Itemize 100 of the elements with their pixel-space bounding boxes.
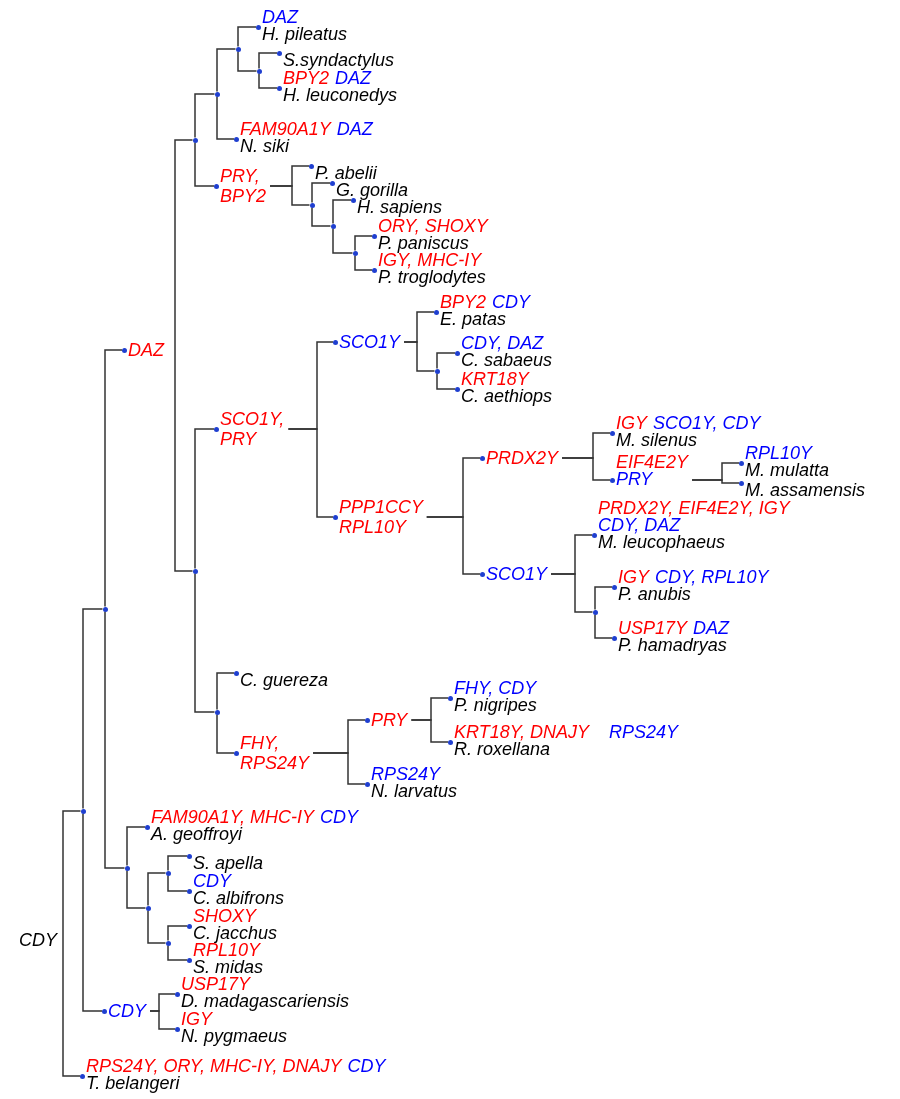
- tree-branch: [354, 254, 373, 271]
- node-dot: [256, 68, 262, 74]
- node-dot: [352, 250, 358, 256]
- gene-label: IGY: [181, 1011, 212, 1028]
- tree-branch: [194, 141, 215, 187]
- species-name: P. troglodytes: [378, 269, 486, 286]
- tree-branch: [550, 573, 594, 613]
- species-name: C. sabaeus: [461, 352, 553, 369]
- gene-label: CDY: [492, 294, 531, 311]
- species-name: M. mulatta: [745, 462, 830, 479]
- gene-label: CDY, DAZ: [461, 335, 544, 352]
- species-name: P. nigripes: [454, 697, 537, 714]
- species-name: N. pygmaeus: [181, 1028, 288, 1045]
- gene-label: RPS24Y: [609, 724, 679, 741]
- species-name: P. anubis: [618, 586, 691, 603]
- tree-branch: [258, 52, 278, 70]
- tree-branch: [147, 872, 167, 907]
- gene-label: IGY: [618, 569, 649, 586]
- gene-label: CDY: [108, 1001, 148, 1021]
- node-dot: [330, 223, 336, 229]
- gene-label: USP17Y: [181, 976, 251, 993]
- gene-label: SCO1Y: [339, 332, 402, 352]
- tree-branch: [194, 93, 216, 139]
- node-dot: [102, 606, 108, 612]
- gene-label: FAM90A1Y: [240, 121, 331, 138]
- tree-branch: [332, 227, 354, 254]
- tree-branch: [167, 925, 188, 942]
- gene-label: PRDX2Y, EIF4E2Y, IGY: [598, 500, 790, 517]
- tree-branch: [167, 874, 188, 892]
- species-name: S. midas: [193, 959, 264, 976]
- tree-branch: [216, 48, 237, 93]
- species-name: S.syndactylus: [283, 52, 395, 69]
- tree-branch: [269, 185, 311, 206]
- tree-branch: [149, 1010, 176, 1030]
- gene-label: IGY, MHC-IY: [378, 252, 482, 269]
- gene-label: PPP1CCY RPL10Y: [339, 497, 425, 537]
- gene-label: BPY2: [283, 70, 330, 87]
- gene-label: CDY: [320, 809, 359, 826]
- species-name: N. larvatus: [371, 783, 458, 800]
- species-name: H. sapiens: [357, 199, 443, 216]
- tree-branch: [311, 182, 331, 204]
- node-dot: [165, 940, 171, 946]
- species-name: H. pileatus: [262, 26, 348, 43]
- tree-branch: [691, 479, 740, 484]
- gene-label: ORY, SHOXY: [378, 218, 488, 235]
- tree-branch: [561, 457, 611, 481]
- tree-branch: [167, 855, 188, 872]
- tree-branch: [167, 944, 188, 961]
- tree-branch: [410, 719, 449, 743]
- node-dot: [165, 870, 171, 876]
- tree-branch: [126, 826, 146, 867]
- tree-branch: [104, 349, 123, 608]
- node-dot: [214, 709, 220, 715]
- gene-label: PRY: [616, 471, 653, 488]
- species-name: C. jacchus: [193, 925, 278, 942]
- tree-branch: [82, 608, 104, 810]
- gene-label: USP17Y: [618, 620, 688, 637]
- gene-label: FAM90A1Y, MHC-IY: [151, 809, 315, 826]
- species-name: P. hamadryas: [618, 637, 727, 654]
- gene-label: RPS24Y, ORY, MHC-IY, DNAJY: [86, 1058, 342, 1075]
- tree-branch: [174, 349, 194, 572]
- gene-label: PRY: [371, 710, 409, 730]
- gene-label: DAZ: [693, 620, 730, 637]
- species-name: S. apella: [193, 855, 264, 872]
- tree-branch: [194, 428, 215, 570]
- node-dot: [214, 91, 220, 97]
- gene-label: FHY, CDY: [454, 680, 537, 697]
- node-dot: [192, 137, 198, 143]
- tree-branch: [216, 95, 235, 140]
- species-name: C. albifrons: [193, 890, 285, 907]
- species-name: C. guereza: [240, 672, 329, 689]
- gene-label: RPL10Y: [193, 942, 261, 959]
- node-dot: [592, 609, 598, 615]
- tree-branch: [287, 428, 334, 518]
- gene-label: RPL10Y: [745, 445, 813, 462]
- tree-branch: [425, 516, 481, 575]
- gene-label: DAZ: [262, 9, 298, 26]
- tree-branch: [216, 713, 235, 754]
- species-name: A. geoffroyi: [151, 826, 243, 843]
- gene-label: CDY: [193, 873, 231, 890]
- gene-label: DAZ: [128, 340, 166, 360]
- tree-branch: [436, 372, 456, 390]
- gene-label: FHY, RPS24Y: [240, 733, 311, 773]
- tree-branch: [332, 199, 352, 225]
- node-dot: [80, 808, 86, 814]
- species-name: C. aethiops: [461, 388, 553, 405]
- species-name: H. leuconedys: [283, 87, 398, 104]
- species-name: P. abelii: [315, 165, 377, 182]
- tree-branch: [126, 869, 147, 909]
- node-dot: [145, 905, 151, 911]
- root-label: CDY: [18, 930, 57, 950]
- gene-label: PRDX2Y: [486, 448, 560, 468]
- node-dot: [434, 368, 440, 374]
- species-name: M. silenus: [616, 432, 698, 449]
- gene-label: EIF4E2Y: [616, 454, 689, 471]
- gene-label: CDY: [347, 1058, 386, 1075]
- gene-label: IGY: [616, 415, 647, 432]
- gene-label: KRT18Y, DNAJY: [454, 724, 590, 741]
- tree-branch: [62, 810, 82, 941]
- gene-label: SCO1Y, PRY: [220, 409, 286, 449]
